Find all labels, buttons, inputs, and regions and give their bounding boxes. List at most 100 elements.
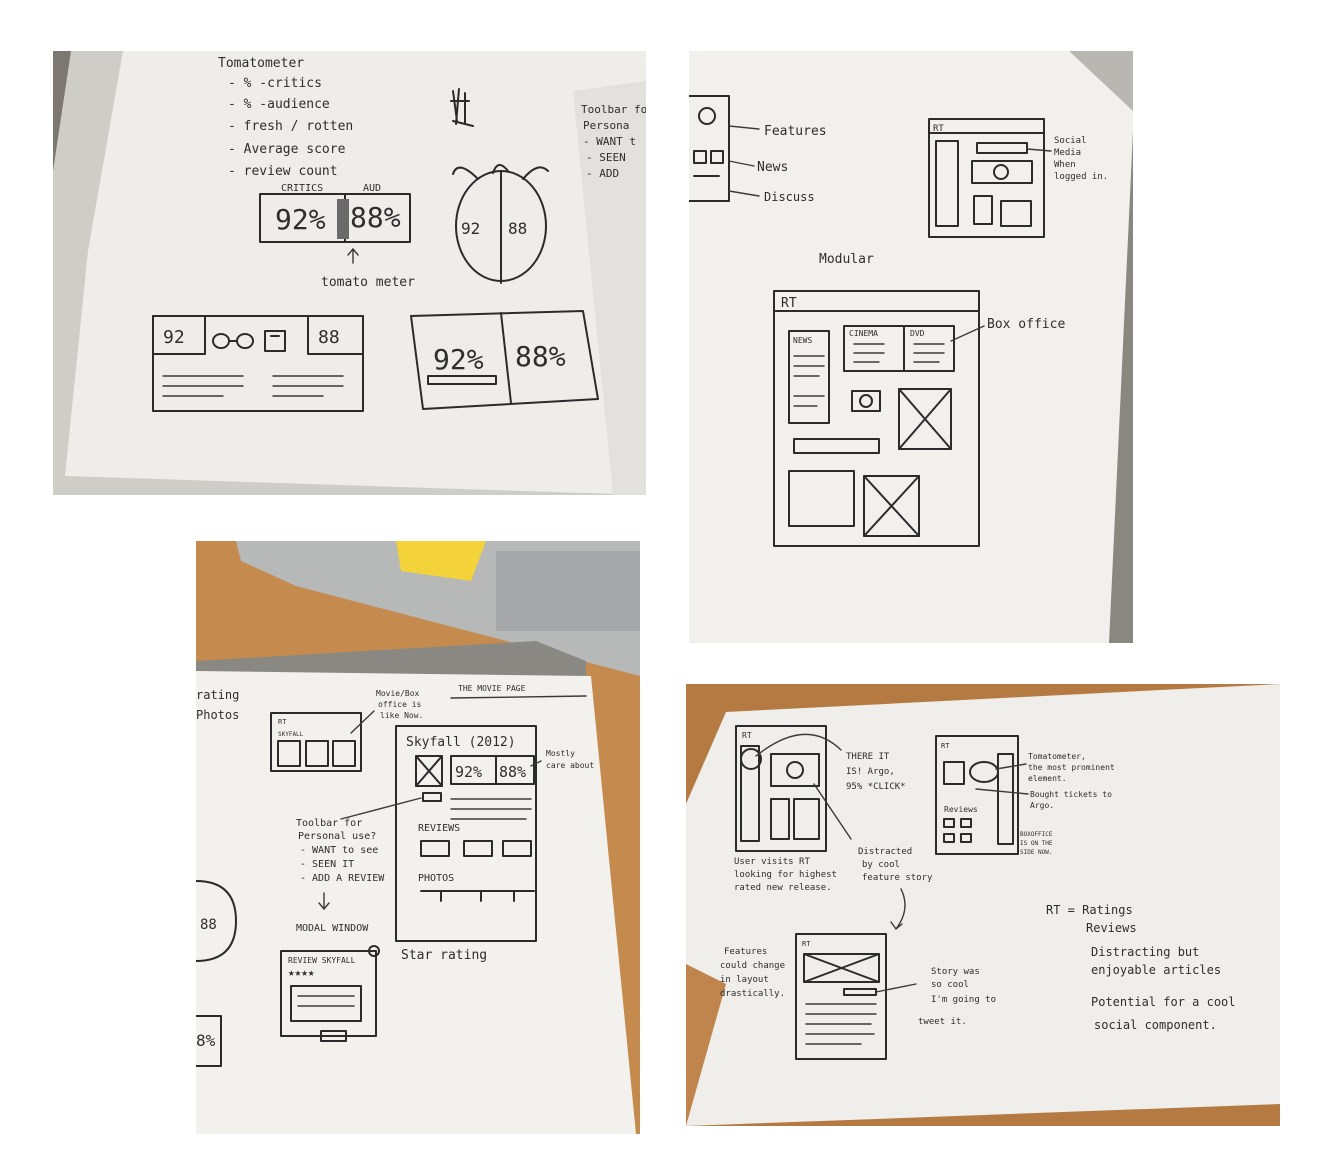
rt-ratings: enjoyable articles (1091, 963, 1221, 977)
article-frame (795, 933, 887, 1060)
small-rt: RT (278, 718, 287, 726)
big-aud: 88% (515, 340, 566, 373)
card-critics-box (152, 315, 206, 355)
dvd-box (903, 325, 955, 372)
tomatometer-item: - % -audience (228, 97, 330, 112)
small-play-icon (993, 164, 1009, 180)
toolbar-note: - WANT to see (300, 845, 378, 856)
review-modal (280, 950, 377, 1037)
user-visits: looking for highest (734, 870, 837, 880)
tomatometer-heading: Tomatometer (218, 56, 304, 71)
click-arrow (755, 733, 842, 757)
review-skyfall: REVIEW SKYFALL (288, 956, 356, 965)
movie-note-arrow (350, 710, 375, 734)
partial-88: 88 (200, 917, 217, 933)
user-visits: User visits RT (734, 857, 810, 867)
review-text-lines (297, 995, 355, 1007)
toolbar-bar (422, 792, 442, 802)
features-change: drastically. (720, 989, 785, 999)
home-box-a (770, 798, 790, 840)
bought-note: Bought tickets to (1030, 790, 1112, 799)
story-cool: I'm going to (931, 995, 996, 1005)
tomatometer-note: the most prominent (1028, 763, 1115, 772)
rt-ratings: social component. (1094, 1018, 1217, 1032)
rt-ratings: Reviews (1086, 921, 1137, 935)
stars: ★★★★ (288, 966, 315, 979)
partial-pct: 8% (196, 1031, 216, 1050)
there-it-is: IS! Argo, (846, 767, 895, 777)
review-submit (320, 1030, 347, 1042)
toolbar-partial: - SEEN (586, 151, 626, 164)
bottom-image-box (863, 475, 920, 537)
card-aud-box (307, 315, 364, 355)
photos-label: PHOTOS (418, 873, 454, 884)
tomatometer-note: element. (1028, 774, 1067, 783)
small-rt-label: RT (933, 124, 944, 134)
news-column (788, 330, 830, 424)
mostly-arrow (530, 760, 542, 767)
movie-note: like Now. (380, 711, 423, 720)
critics-score: 92% (455, 763, 482, 781)
boxoffice-note: IS ON THE (1020, 840, 1053, 847)
toolbar-note: Personal use? (298, 831, 376, 842)
toolbar-note-arrow (340, 797, 422, 820)
news-box-label: NEWS (793, 336, 812, 345)
small-box-3 (332, 740, 356, 767)
cinema-label: CINEMA (849, 329, 878, 338)
argo-review-4 (960, 833, 972, 843)
small-video (971, 160, 1033, 184)
social-note: Media (1054, 148, 1081, 158)
card-lines (162, 375, 344, 397)
argo-rt: RT (941, 742, 950, 750)
aud-score: 88% (499, 763, 526, 781)
movie-note: Movie/Box (376, 689, 420, 698)
home-box-b (793, 798, 820, 840)
box-office-label: Box office (987, 317, 1065, 332)
arrow-up (347, 247, 359, 264)
review-textarea (290, 985, 362, 1022)
poster-x (415, 755, 443, 787)
tomato-aud: 88 (508, 219, 527, 238)
mostly-note: Mostly (546, 749, 575, 758)
close-icon (368, 945, 380, 957)
partial-wireframe (689, 95, 730, 202)
small-rt-frame (928, 118, 1045, 238)
left-partial: Photos (196, 708, 239, 722)
aud-score-box (495, 755, 535, 785)
play-box (851, 390, 881, 412)
review-box-1 (420, 840, 450, 857)
photo-tomatometer-sketches: Tomatometer - % -critics - % -audience -… (53, 51, 646, 495)
card-aud: 88 (318, 327, 340, 348)
image-box-x (898, 388, 952, 450)
critics-pct: 92% (275, 203, 326, 236)
argo-frame (935, 735, 1019, 855)
rt-ratings: Distracting but (1091, 945, 1199, 959)
home-video (770, 753, 820, 787)
desc-lines (450, 798, 532, 820)
features-change: Features (724, 947, 767, 957)
modular-label: Modular (819, 252, 874, 267)
story-cool: Story was (931, 967, 980, 977)
mostly-note: care about (546, 761, 594, 770)
argo-review-3 (943, 833, 955, 843)
discuss-label: Discuss (764, 190, 815, 204)
boxoffice-note: BOXOFFICE (1020, 831, 1053, 838)
reviews-label: REVIEWS (418, 823, 460, 834)
tomatometer-item: - fresh / rotten (228, 119, 353, 134)
features-arrow (728, 125, 760, 130)
argo-poster (943, 761, 965, 785)
page-title: THE MOVIE PAGE (458, 684, 526, 693)
photo-modular-layout: Features News Discuss RT Social Media Wh… (689, 51, 1133, 643)
rt-ratings: Potential for a cool (1091, 995, 1236, 1009)
news-lines (793, 355, 825, 407)
partial-score-box (196, 1015, 222, 1067)
home-highlight-circle (740, 748, 762, 770)
social-note: Social (1054, 136, 1087, 146)
critic-card (152, 315, 364, 412)
news-label: News (757, 160, 788, 175)
tomatometer-item: - Average score (228, 142, 346, 157)
toolbar-partial: - WANT t (583, 135, 636, 148)
review-box-2 (463, 840, 493, 857)
modal-arrow (318, 892, 330, 911)
movie-page-frame (395, 725, 537, 942)
